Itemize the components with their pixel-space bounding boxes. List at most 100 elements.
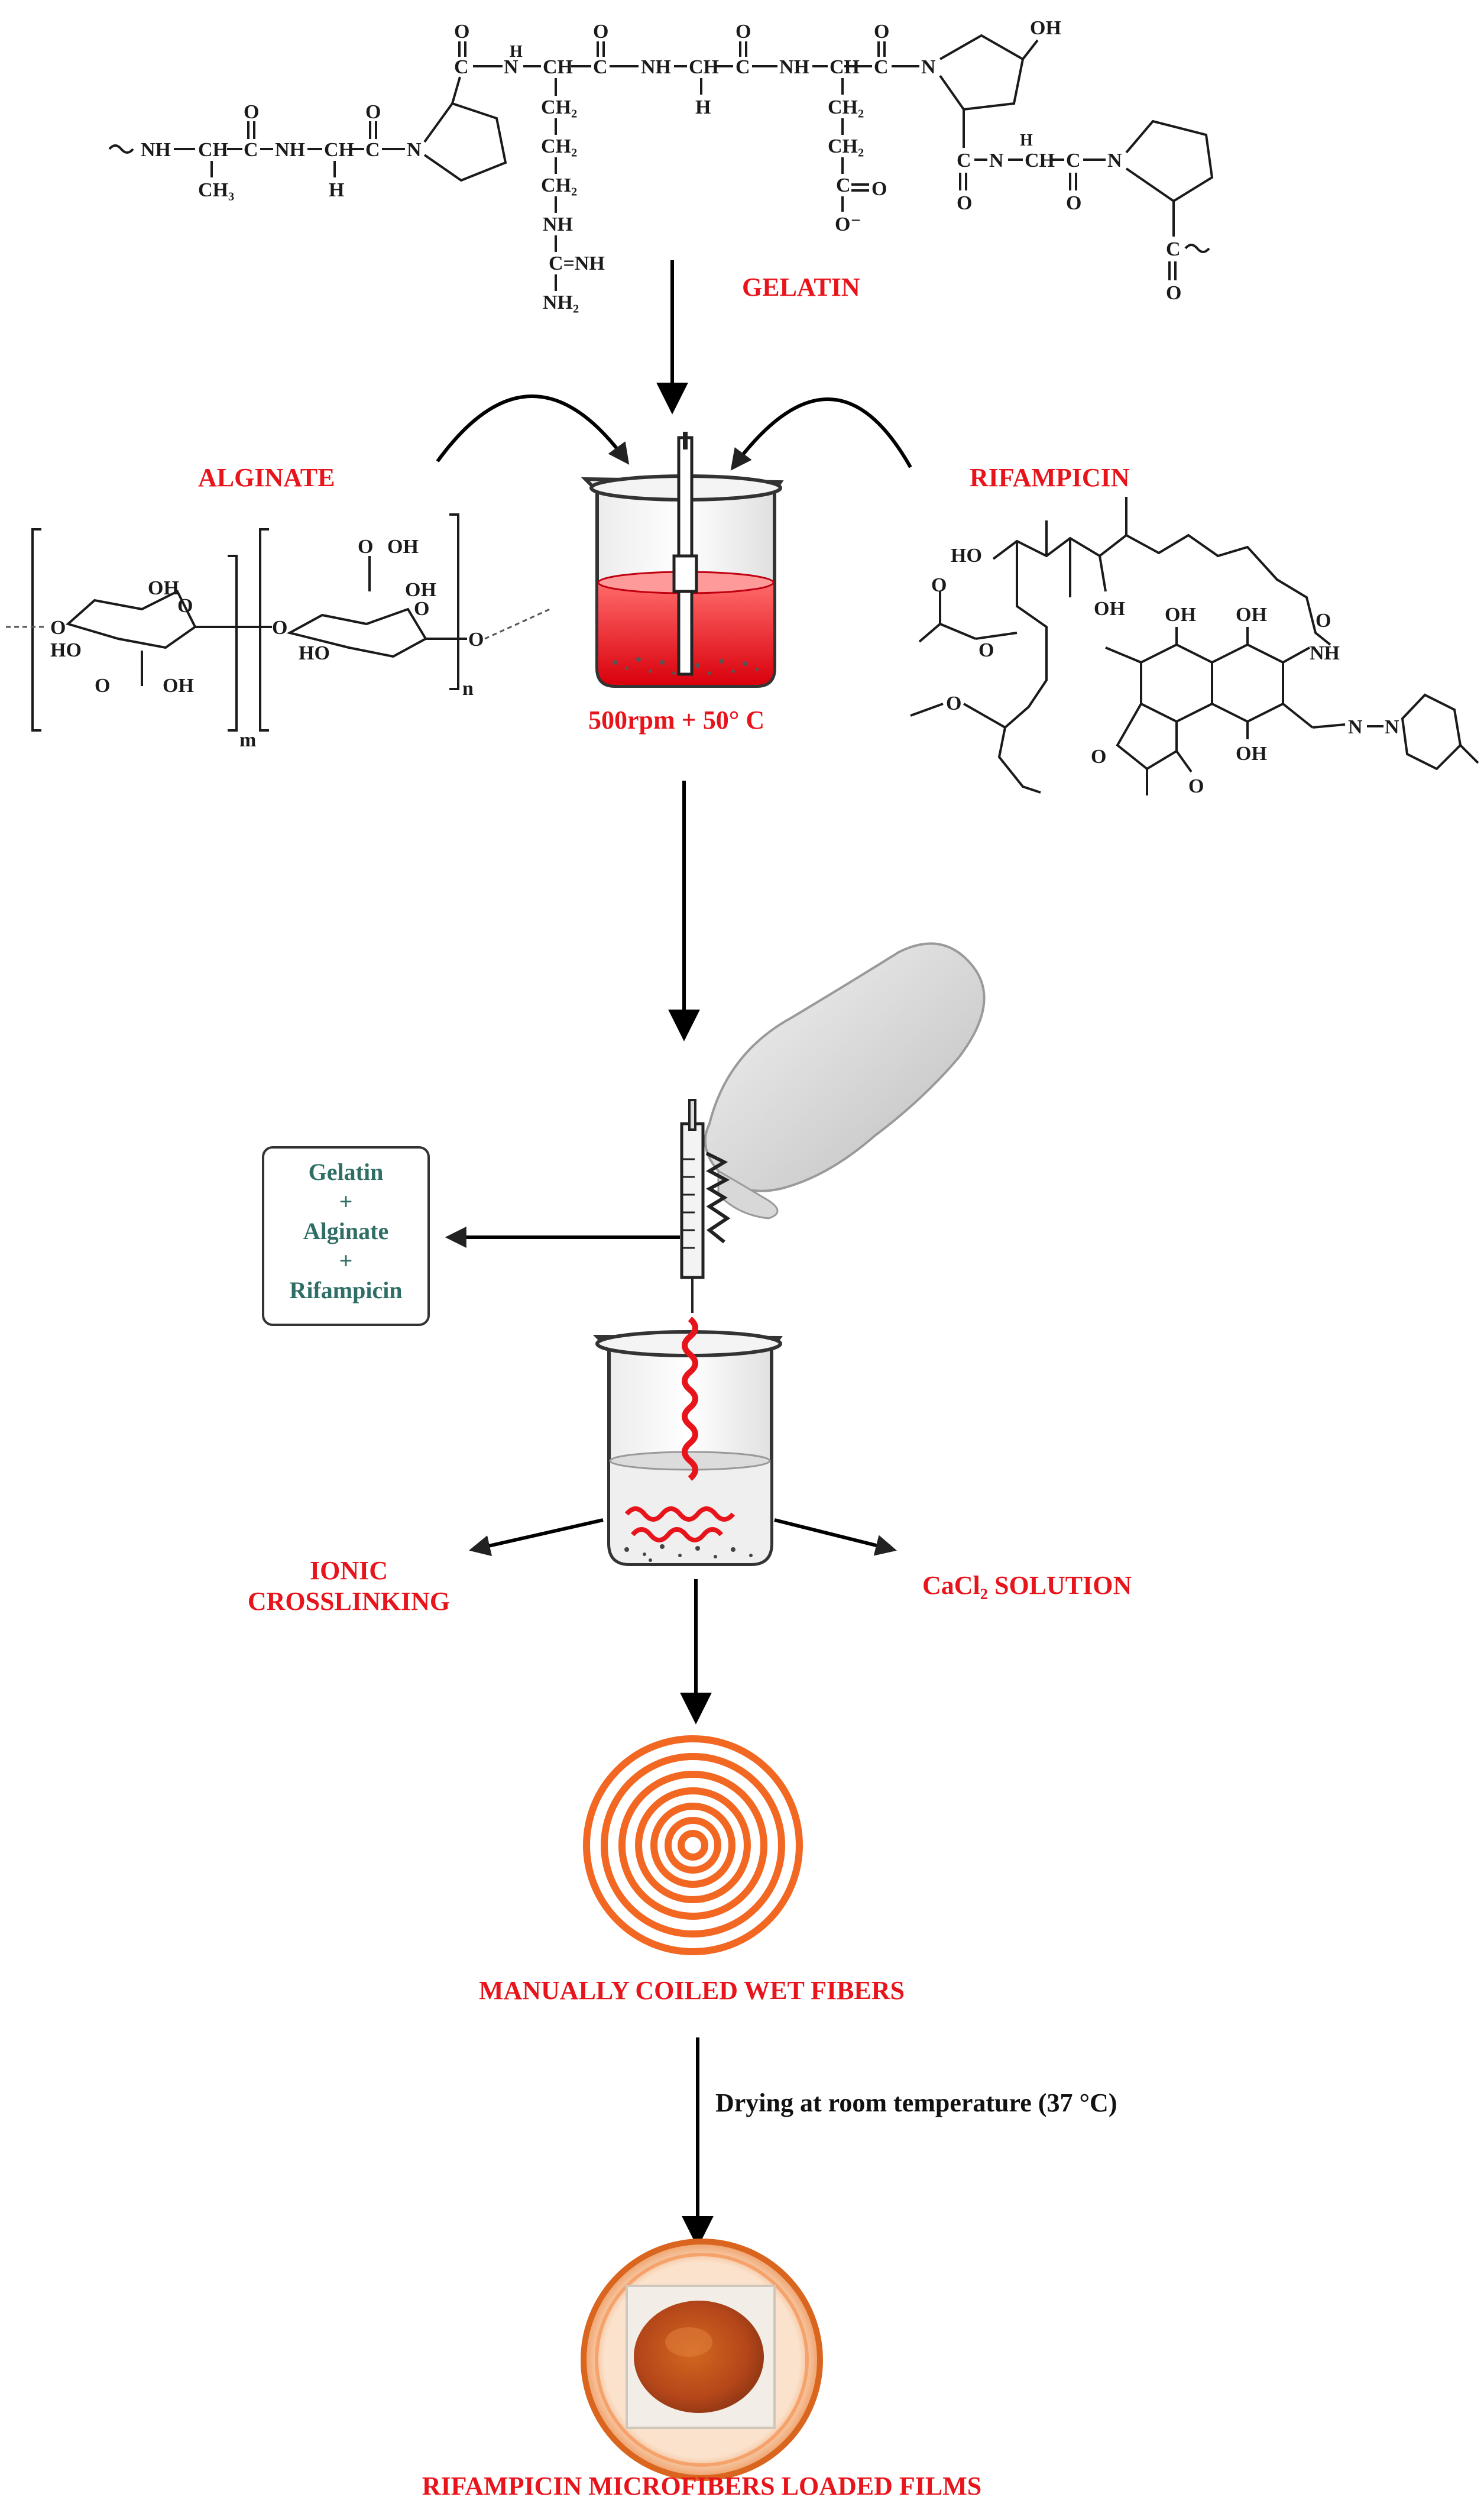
- precipitate-particles: [624, 1544, 753, 1562]
- final-product-label: RIFAMPICIN MICROFIBERS LOADED FILMS: [422, 2472, 981, 2501]
- atom-label: O: [358, 536, 373, 558]
- rifampicin-label: RIFAMPICIN: [970, 463, 1130, 492]
- gloved-hand-syringe-icon: [680, 942, 986, 1313]
- box-plus-label: +: [339, 1188, 353, 1215]
- atom-label: C: [454, 56, 469, 78]
- magnetic-stir-beaker-icon: 500rpm + 50° C: [581, 432, 784, 735]
- atom-label: N: [1348, 716, 1363, 738]
- atom-label: NH: [1310, 642, 1340, 664]
- atom-label: CH: [198, 139, 228, 161]
- atom-label: CH₂: [828, 135, 864, 157]
- atom-label: O: [272, 617, 287, 639]
- ionic-label: IONIC: [310, 1556, 388, 1585]
- atom-label: CH: [543, 56, 573, 78]
- atom-label: O⁻: [835, 214, 861, 235]
- atom-label: O: [1166, 282, 1181, 304]
- atom-label: O: [468, 629, 484, 651]
- atom-label: CH: [1025, 150, 1055, 172]
- stir-conditions-label: 500rpm + 50° C: [588, 706, 764, 735]
- feed-composition-box: Gelatin + Alginate + Rifampicin: [262, 1146, 430, 1326]
- atom-label: NH₂: [543, 292, 579, 313]
- atom-label: N: [504, 56, 519, 78]
- atom-label: O: [454, 21, 469, 43]
- fiber-strand: [630, 1527, 724, 1542]
- atom-label: O: [931, 574, 947, 596]
- atom-label: OH: [405, 579, 436, 601]
- atom-label: HO: [299, 642, 330, 664]
- atom-label: CH₂: [541, 135, 577, 157]
- atom-label: CH: [324, 139, 354, 161]
- atom-label: NH: [543, 214, 573, 235]
- crosslinking-beaker-icon: [592, 1317, 783, 1566]
- atom-label: N: [921, 56, 936, 78]
- crosslinking-label: CROSSLINKING: [248, 1587, 450, 1616]
- atom-label: OH: [1236, 743, 1267, 765]
- arrow-alginate-to-beaker: [436, 394, 630, 465]
- gelatin-label: GELATIN: [742, 273, 860, 302]
- atom-label: OH: [1165, 604, 1196, 626]
- rifampicin-structure: RIFAMPICIN HO OH O O O OH OH OH O O: [910, 463, 1479, 797]
- atom-label: OH: [387, 536, 419, 558]
- atom-label: CH₃: [198, 179, 234, 201]
- atom-label: C: [957, 150, 971, 172]
- atom-label: H: [695, 96, 711, 118]
- atom-label: CH₂: [828, 96, 864, 118]
- fiber-strand: [682, 1317, 698, 1481]
- coiled-fiber-spiral-icon: [583, 1735, 803, 1955]
- atom-label: OH: [1236, 604, 1267, 626]
- atom-label: NH: [275, 139, 305, 161]
- atom-label: C: [1166, 238, 1181, 260]
- atom-label: O: [871, 178, 887, 200]
- fiber-strand: [624, 1506, 735, 1522]
- subscript-n: n: [462, 678, 474, 700]
- atom-label: O: [593, 21, 608, 43]
- atom-label: HO: [50, 639, 82, 661]
- atom-label: O: [946, 693, 961, 714]
- precipitate-particles: [613, 657, 759, 675]
- petri-dish-film-icon: [581, 2239, 823, 2481]
- atom-label: CH₂: [541, 174, 577, 196]
- atom-label: N: [1107, 150, 1122, 172]
- atom-label: C: [244, 139, 258, 161]
- atom-label: O: [177, 595, 193, 617]
- atom-label: OH: [163, 675, 194, 697]
- atom-label: CH₂: [541, 96, 577, 118]
- box-alginate-label: Alginate: [303, 1218, 388, 1244]
- arrow-rifampicin-to-beaker: [730, 397, 912, 471]
- alginate-structure: ALGINATE m n O OH O HO O OH O O OH OH O …: [6, 463, 550, 751]
- cacl2-label: CaCl₂ SOLUTION: [922, 1571, 1132, 1600]
- atom-label: O: [978, 639, 994, 661]
- atom-label: C: [593, 56, 608, 78]
- arrow-to-cacl2: [774, 1518, 897, 1556]
- atom-label: O: [414, 598, 429, 620]
- box-gelatin-label: Gelatin: [309, 1159, 384, 1185]
- atom-label: C: [735, 56, 750, 78]
- box-plus-label: +: [339, 1247, 353, 1274]
- atom-label: O: [50, 617, 66, 639]
- drying-label: Drying at room temperature (37 °C): [715, 2088, 1117, 2117]
- atom-label: NH: [141, 139, 171, 161]
- atom-label: O: [365, 101, 381, 123]
- atom-label: H: [510, 43, 523, 61]
- alginate-label: ALGINATE: [198, 463, 335, 492]
- arrow-to-ionic: [468, 1518, 604, 1557]
- atom-label: O: [874, 21, 889, 43]
- atom-label: OH: [148, 577, 179, 599]
- subscript-m: m: [239, 729, 256, 751]
- atom-label: N: [1385, 716, 1399, 738]
- atom-label: H: [329, 179, 344, 201]
- atom-label: O: [735, 21, 751, 43]
- atom-label: O: [1091, 746, 1106, 768]
- atom-label: HO: [951, 545, 982, 567]
- atom-label: C: [836, 174, 851, 196]
- atom-label: NH: [779, 56, 809, 78]
- atom-label: C: [1066, 150, 1081, 172]
- atom-label: H: [1020, 131, 1033, 150]
- atom-label: NH: [641, 56, 671, 78]
- atom-label: C=NH: [549, 253, 605, 274]
- atom-label: O: [244, 101, 259, 123]
- atom-label: O: [1315, 610, 1331, 632]
- atom-label: C: [874, 56, 889, 78]
- atom-label: O: [957, 192, 972, 214]
- atom-label: OH: [1094, 598, 1125, 620]
